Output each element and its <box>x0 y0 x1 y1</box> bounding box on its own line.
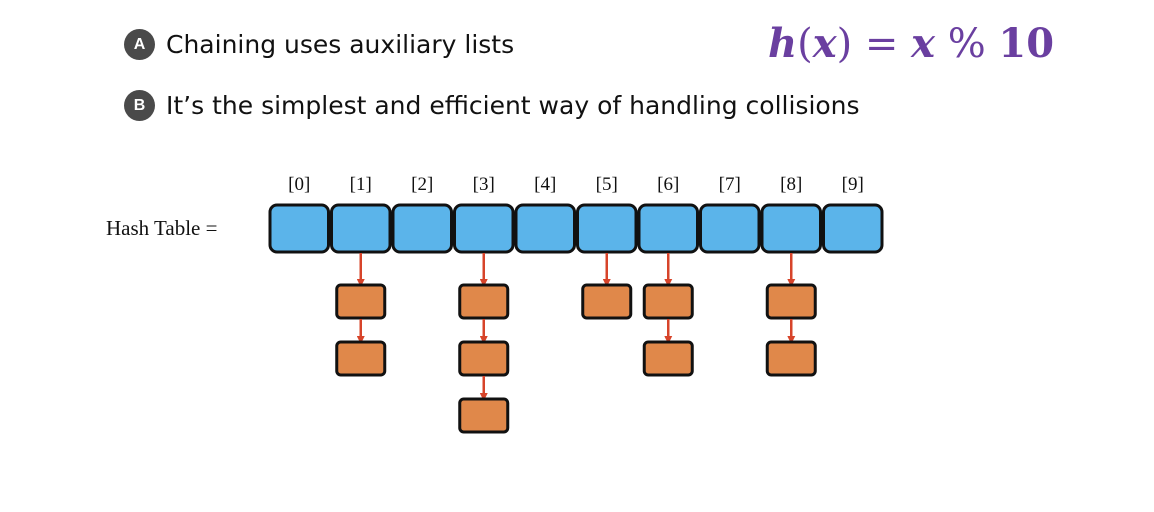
index-label-0: [0] <box>288 174 310 195</box>
index-label-6: [6] <box>657 174 679 195</box>
formula-x2: x <box>911 20 935 67</box>
formula-modulus: 10 <box>998 20 1055 67</box>
bullet-a-badge: A <box>124 29 155 60</box>
hash-function-formula: h(x) = x % 10 <box>768 20 1054 67</box>
chain-node-8-1 <box>765 340 817 377</box>
bullet-b-text: It’s the simplest and efficient way of h… <box>166 91 860 120</box>
chain-node-3-0 <box>458 283 510 320</box>
hash-slot-7 <box>699 203 761 254</box>
chain-node-5-0 <box>581 283 633 320</box>
chain-node-3-1 <box>458 340 510 377</box>
index-label-8: [8] <box>780 174 802 195</box>
formula-h: h <box>768 20 798 67</box>
chain-node-6-1 <box>642 340 694 377</box>
hash-slot-6 <box>637 203 699 254</box>
hash-slot-2 <box>391 203 453 254</box>
index-label-7: [7] <box>719 174 741 195</box>
hash-slot-4 <box>514 203 576 254</box>
index-label-4: [4] <box>534 174 556 195</box>
chain-node-8-0 <box>765 283 817 320</box>
hash-slot-0 <box>268 203 330 254</box>
index-label-9: [9] <box>842 174 864 195</box>
chain-node-3-2 <box>458 397 510 434</box>
hash-slot-3 <box>453 203 515 254</box>
formula-mod: % <box>934 21 999 67</box>
hash-slot-8 <box>760 203 822 254</box>
hash-slot-5 <box>576 203 638 254</box>
chain-node-1-0 <box>335 283 387 320</box>
hash-table-label: Hash Table = <box>106 216 218 240</box>
hash-slot-1 <box>330 203 392 254</box>
chain-node-1-1 <box>335 340 387 377</box>
bullet-b: B It’s the simplest and efficient way of… <box>124 90 860 121</box>
index-label-2: [2] <box>411 174 433 195</box>
bullet-a-text: Chaining uses auxiliary lists <box>166 30 515 59</box>
formula-open-paren: ( <box>797 21 813 67</box>
bullet-a: A Chaining uses auxiliary lists <box>124 29 514 60</box>
index-label-1: [1] <box>350 174 372 195</box>
formula-x: x <box>812 20 837 67</box>
formula-close-paren: ) <box>836 21 853 67</box>
index-label-3: [3] <box>473 174 495 195</box>
bullet-b-badge: B <box>124 90 155 121</box>
index-label-5: [5] <box>596 174 618 195</box>
chain-node-6-0 <box>642 283 694 320</box>
hash-slot-9 <box>822 203 884 254</box>
formula-equals: = <box>852 21 912 67</box>
